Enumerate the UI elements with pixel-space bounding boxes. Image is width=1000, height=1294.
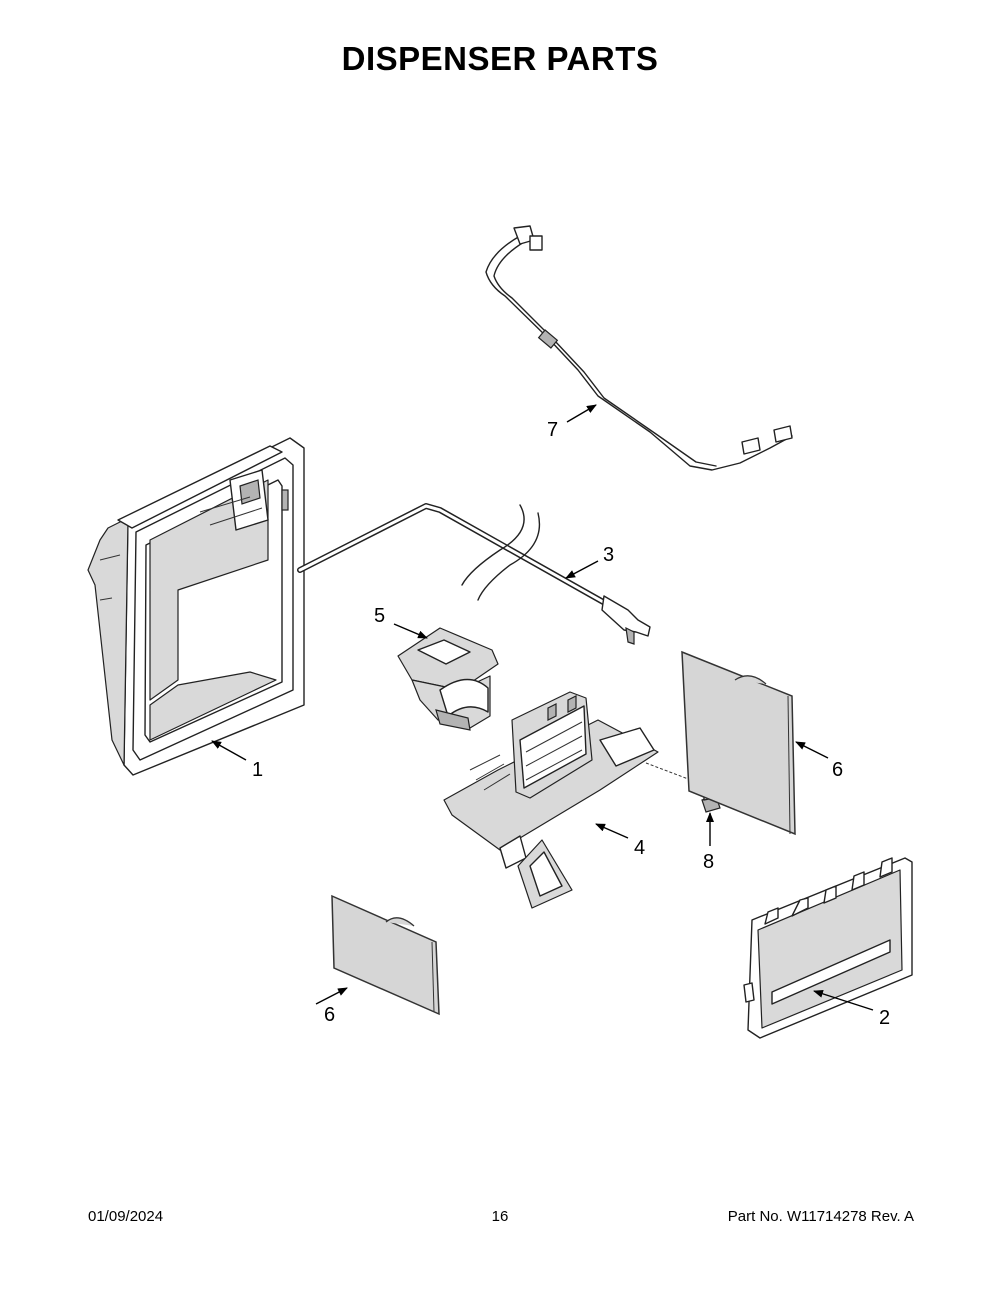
leader-6b (315, 987, 348, 1005)
leader-5 (393, 623, 428, 639)
footer-page-number: 16 (491, 1208, 509, 1225)
trim-panel-left-part (331, 894, 440, 1016)
chute-cover-part (397, 627, 499, 731)
callout-labels: 1 2 3 4 5 6 6 7 8 (252, 419, 890, 1029)
leader-3 (565, 560, 599, 579)
leader-4 (595, 823, 629, 839)
leader-2 (813, 989, 874, 1011)
footer-date: 01/09/2024 (88, 1208, 164, 1225)
callout-6a: 6 (832, 759, 843, 781)
trim-panel-right-part (681, 650, 796, 836)
dispenser-housing-part (87, 437, 305, 776)
callout-8: 8 (703, 851, 714, 873)
callout-4: 4 (634, 837, 645, 859)
callout-6b: 6 (324, 1004, 335, 1026)
callout-5: 5 (374, 605, 385, 627)
page-title: DISPENSER PARTS (341, 40, 659, 77)
callout-1: 1 (252, 759, 263, 781)
callout-leaders (211, 404, 874, 1011)
footer-part-number: Part No. W11714278 Rev. A (727, 1208, 914, 1225)
control-assembly-part (443, 691, 659, 909)
water-tube-part (297, 503, 651, 645)
leader-6a (795, 741, 829, 759)
callout-2: 2 (879, 1007, 890, 1029)
callout-3: 3 (603, 544, 614, 566)
callout-7: 7 (547, 419, 558, 441)
leader-1 (211, 740, 247, 761)
leader-7 (566, 404, 597, 423)
wire-harness-part (485, 225, 793, 471)
front-bezel-part (743, 857, 913, 1039)
